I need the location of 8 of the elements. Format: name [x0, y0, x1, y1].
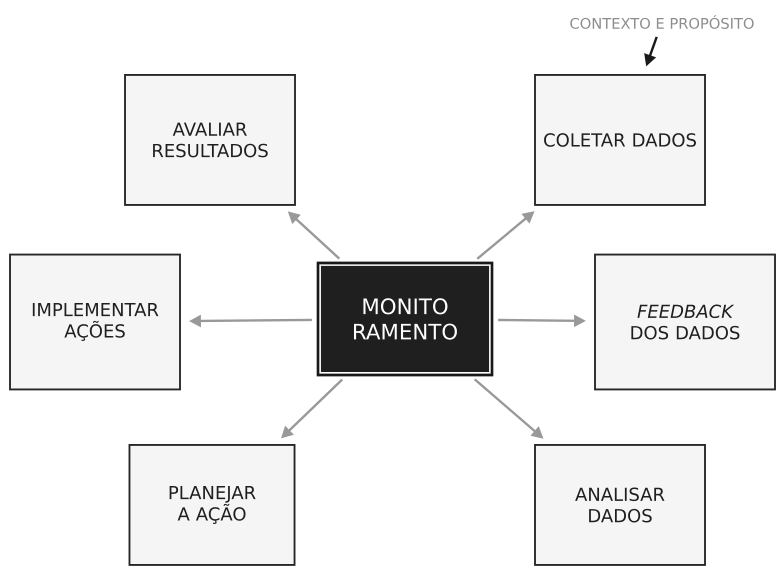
- note-box: AVALIAR RESULTADOS: [124, 74, 296, 206]
- note-box: ANALISAR DADOS: [534, 444, 706, 566]
- note-box: COLETAR DADOS: [534, 74, 706, 206]
- caption-text: CONTEXTO E PROPÓSITO: [570, 15, 754, 29]
- center-box: MONITO RAMENTO: [315, 260, 495, 378]
- note-box: PLANEJAR A AÇÃO: [128, 444, 296, 566]
- note-box: IMPLEMENTAR AÇÕES: [9, 254, 181, 390]
- note-box: FEEDBACK DOS DADOS: [594, 254, 776, 390]
